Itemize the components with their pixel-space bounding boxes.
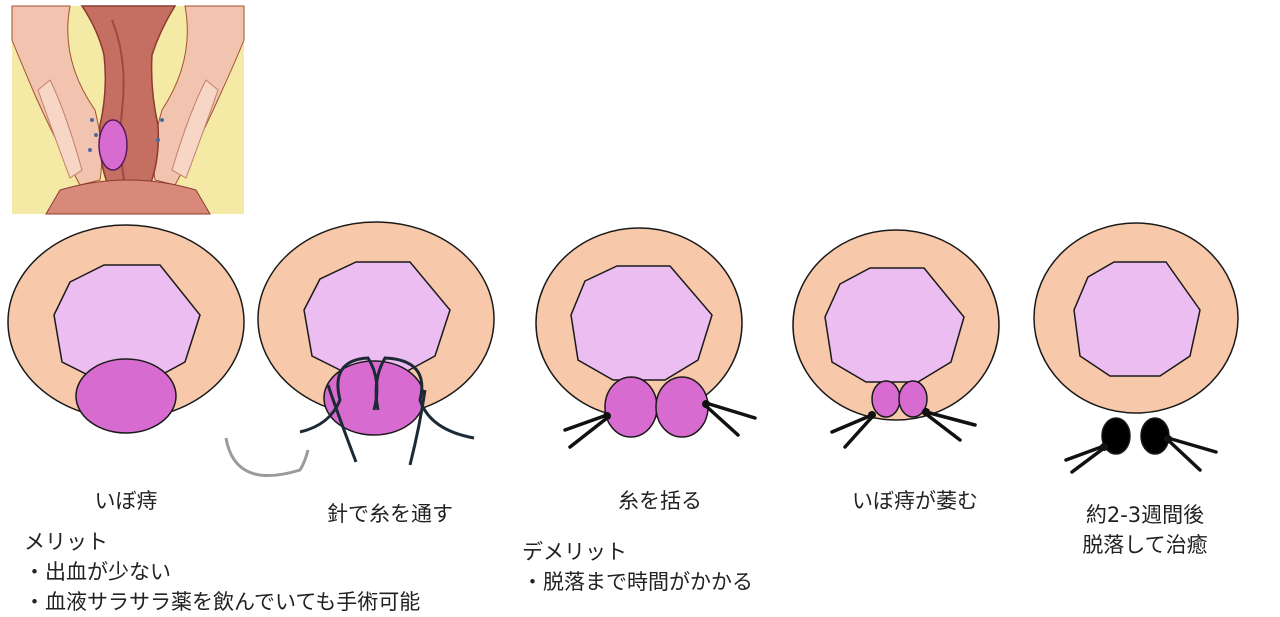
merits-heading: メリット — [24, 530, 108, 554]
step-4-caption: いぼ痔が萎む — [852, 489, 978, 513]
demerits-heading: デメリット — [522, 540, 627, 564]
merits-item: ・出血が少ない — [24, 560, 171, 584]
step-3-caption: 糸を括る — [618, 489, 702, 513]
thread-ties — [563, 401, 757, 449]
step-5-caption-line-2: 脱落して治癒 — [1082, 533, 1208, 557]
anatomy-illustration — [11, 5, 245, 215]
step-2-caption: 針で糸を通す — [327, 502, 453, 526]
thread-ties — [830, 410, 977, 449]
demerits-item: ・脱落まで時間がかかる — [522, 570, 753, 594]
step-1-caption: いぼ痔 — [94, 489, 158, 513]
merits-item: ・血液サラサラ薬を飲んでいても手術可能 — [24, 590, 421, 614]
demerits-block: デメリット ・脱落まで時間がかかる — [522, 537, 753, 597]
thread-ties — [1064, 436, 1218, 474]
step-2-figure — [224, 221, 495, 478]
step-5-caption: 約2-3週間後 脱落して治癒 — [1065, 500, 1225, 560]
needle — [224, 437, 310, 478]
merits-block: メリット ・出血が少ない ・血液サラサラ薬を飲んでいても手術可能 — [24, 527, 420, 617]
step-4-figure — [792, 229, 1000, 449]
step-5-caption-line-1: 約2-3週間後 — [1085, 503, 1205, 527]
step-5-figure — [1033, 222, 1239, 474]
step-1-figure — [7, 224, 245, 434]
thread — [299, 356, 475, 466]
step-3-figure — [535, 227, 757, 449]
